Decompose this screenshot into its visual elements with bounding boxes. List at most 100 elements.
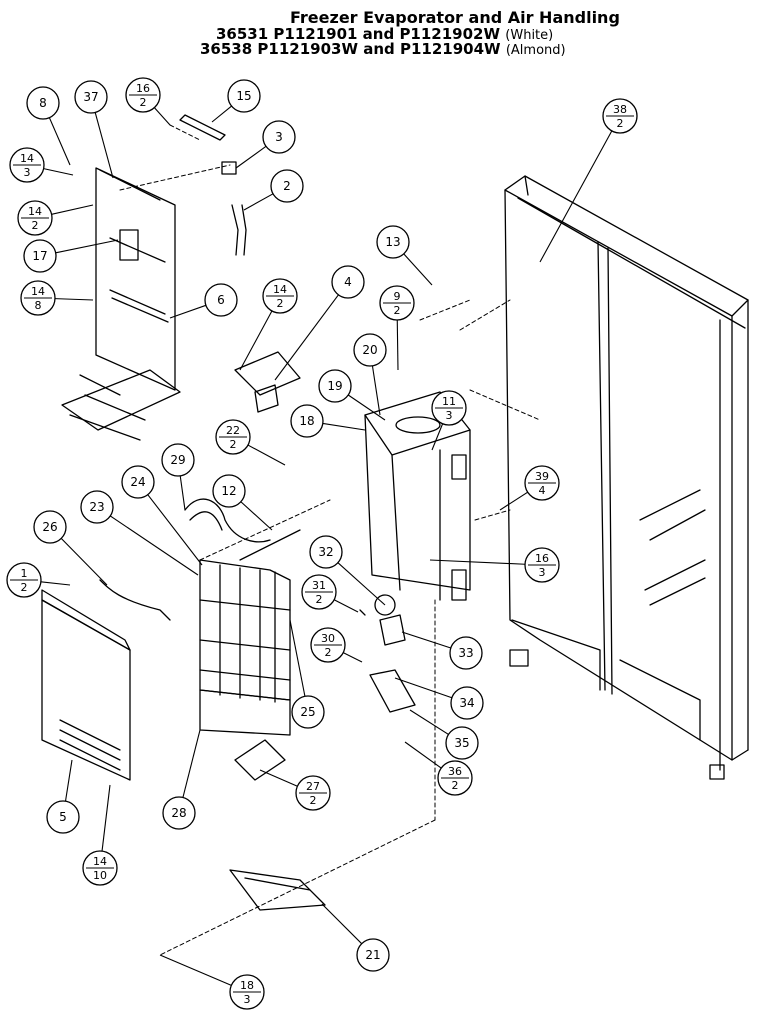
callout-leader-line: [247, 444, 286, 466]
assembly-lines: [119, 124, 541, 956]
callout-quantity: 3: [446, 409, 453, 422]
color-note-white: (White): [505, 28, 554, 43]
callout-part-number: 25: [300, 705, 315, 719]
callout-leader-line: [43, 168, 74, 176]
callout-leader-line: [401, 631, 451, 649]
callout-leader-line: [342, 652, 363, 663]
freezer-cabinet-liner: [504, 175, 749, 780]
callout-leader-line: [409, 709, 449, 735]
callout-leader-line: [322, 422, 366, 431]
callout-circle: [80, 490, 114, 524]
callout-circle: [26, 86, 60, 120]
callout-leader-line: [289, 619, 306, 697]
callout-leader-line: [101, 784, 111, 852]
callout-leader-line: [499, 491, 528, 511]
callout-quantity: 2: [316, 593, 323, 606]
callout-3: 3: [235, 120, 296, 169]
callout-leader-line: [179, 475, 186, 511]
callout-leader-line: [431, 423, 444, 451]
callout-part-number: 14: [93, 855, 107, 868]
callout-leader-line: [347, 394, 386, 421]
callout-part-number: 36: [448, 765, 462, 778]
callout-32: 32: [309, 535, 386, 606]
callout-29: 29: [161, 443, 195, 511]
model-numbers-white: 36531 P1121901 and P1121902W: [216, 25, 501, 43]
callout-circle: [449, 636, 483, 670]
callout-22-2: 222: [215, 419, 286, 466]
callout-2: 2: [243, 169, 304, 211]
callout-4: 4: [274, 265, 365, 381]
callout-circle: [356, 938, 390, 972]
callout-leader-line: [403, 253, 433, 286]
callout-circle: [376, 225, 410, 259]
rear-cover-part-5: [41, 579, 171, 781]
callout-circle: [309, 535, 343, 569]
callout-quantity: 2: [452, 779, 459, 792]
callout-leader-line: [396, 319, 399, 371]
callout-leader-line: [429, 559, 526, 565]
callout-leader-line: [274, 294, 339, 381]
callout-20: 20: [353, 333, 387, 416]
callout-leader-line: [321, 903, 363, 945]
callout-19: 19: [318, 369, 386, 421]
tube-part-2: [231, 204, 247, 256]
callout-circle: [445, 726, 479, 760]
callout-15: 15: [211, 79, 261, 123]
callout-circle: [204, 283, 238, 317]
callout-16-3: 163: [429, 547, 560, 583]
callout-quantity: 2: [21, 581, 28, 594]
callout-leader-line: [211, 105, 232, 123]
callout-18-3: 183: [159, 954, 265, 1010]
callout-quantity: 2: [140, 96, 147, 109]
callout-part-number: 19: [327, 379, 342, 393]
callout-leader-line: [239, 310, 273, 371]
callout-leader-line: [147, 494, 203, 566]
callout-quantity: 2: [617, 117, 624, 130]
callout-leader-line: [394, 677, 453, 699]
callout-leader-line: [64, 759, 73, 802]
callout-35: 35: [409, 709, 479, 760]
callout-part-number: 14: [273, 283, 287, 296]
callout-26: 26: [33, 510, 108, 586]
callout-leader-line: [94, 112, 114, 179]
callout-leader-line: [240, 501, 273, 531]
callout-circle: [318, 369, 352, 403]
callout-leader-line: [153, 107, 171, 126]
callout-quantity: 3: [539, 566, 546, 579]
callout-circle: [161, 443, 195, 477]
callout-part-number: 6: [217, 293, 225, 307]
callout-14-3: 143: [9, 147, 74, 183]
callout-part-number: 12: [221, 484, 236, 498]
callout-circle: [46, 800, 80, 834]
callout-quantity: 2: [310, 794, 317, 807]
evaporator-coil-part-23: [184, 498, 301, 781]
callout-part-number: 33: [458, 646, 473, 660]
callout-leader-line: [337, 562, 386, 606]
callout-part-number: 18: [299, 414, 314, 428]
callout-circle: [270, 169, 304, 203]
callout-part-number: 16: [136, 82, 150, 95]
callout-39-4: 394: [499, 465, 560, 511]
callout-23: 23: [80, 490, 199, 576]
callout-part-number: 38: [613, 103, 627, 116]
callout-leader-line: [48, 117, 71, 166]
callout-quantity: 10: [93, 869, 107, 882]
callout-quantity: 4: [539, 484, 546, 497]
callout-part-number: 15: [236, 89, 251, 103]
callout-part-number: 1: [21, 567, 28, 580]
callout-circle: [227, 79, 261, 113]
callout-leader-line: [243, 193, 274, 211]
callout-circle: [162, 796, 196, 830]
callout-part-number: 2: [283, 179, 291, 193]
callout-27-2: 272: [259, 769, 331, 811]
callout-part-number: 3: [275, 130, 283, 144]
callout-part-number: 39: [535, 470, 549, 483]
callout-leader-line: [539, 130, 613, 263]
callout-circle: [290, 404, 324, 438]
callout-leader-line: [60, 538, 108, 586]
callout-1-2: 12: [6, 562, 71, 598]
callout-17: 17: [23, 239, 119, 273]
